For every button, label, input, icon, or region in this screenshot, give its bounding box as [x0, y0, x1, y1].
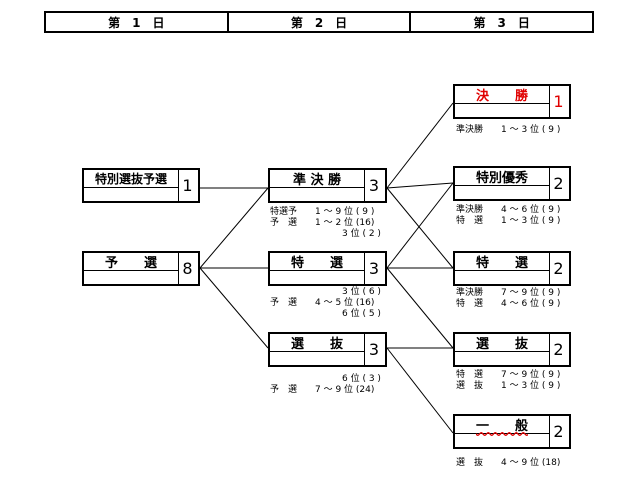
box-count: 2 [553, 422, 564, 441]
box-sub-cell [84, 188, 179, 201]
box-count: 3 [368, 340, 380, 359]
note-tokusen: 3 位 ( 6 ) 予 選 4 ～ 5 位 (16) 6 位 ( 5 ) [270, 287, 381, 319]
box-name: 特 選 [455, 253, 550, 271]
line-senbatsu-to-ippan [386, 347, 454, 434]
box-tokusen: 特 選 3 [268, 251, 387, 286]
box-name: 決 勝 [455, 86, 550, 104]
note-tokusen-day3: 準決勝 7 ～ 9 位 ( 9 ) 特 選 4 ～ 6 位 ( 9 ) [456, 288, 561, 309]
box-tokubetsu-senbatsu-yosen: 特別選抜予選 1 [82, 168, 200, 203]
box-kessho: 決 勝 1 [453, 84, 571, 119]
box-sub-cell [270, 352, 365, 365]
box-senbatsu-day3: 選 抜 2 [453, 332, 571, 367]
note-senbatsu: 6 位 ( 3 ) 予 選 7 ～ 9 位 (24) [270, 374, 381, 395]
box-name: 準 決 勝 [270, 170, 365, 188]
box-name: 一 般 [455, 416, 550, 434]
day-1-header: 第 1 日 [46, 13, 229, 31]
line-junkessho-to-tokubetsuyushu [386, 182, 454, 189]
box-sub-cell [455, 352, 550, 365]
box-count: 2 [553, 340, 564, 359]
day-header-row: 第 1 日 第 2 日 第 3 日 [44, 11, 594, 33]
box-sub-cell [455, 186, 550, 199]
box-count: 1 [553, 92, 564, 111]
box-count: 1 [182, 176, 193, 195]
box-count: 2 [553, 174, 564, 193]
note-jun-kessho: 特選予 1 ～ 9 位 ( 9 ) 予 選 1 ～ 2 位 (16) 3 位 (… [270, 207, 381, 239]
line-yosen-to-senbatsu [199, 267, 269, 349]
note-senbatsu-day3: 特 選 7 ～ 9 位 ( 9 ) 選 抜 1 ～ 3 位 ( 9 ) [456, 370, 561, 391]
box-name: 特別選抜予選 [84, 170, 179, 188]
box-sub-cell [270, 188, 365, 201]
box-name: 選 抜 [455, 334, 550, 352]
line-tokusen-to-senbatsu3 [386, 267, 454, 349]
box-count: 3 [368, 259, 380, 278]
box-count: 3 [368, 176, 380, 195]
line-junkessho-to-tokusen3 [386, 187, 454, 269]
box-name: 予 選 [84, 253, 179, 271]
box-name: 選 抜 [270, 334, 365, 352]
line-yosen-to-junkessho [199, 187, 269, 269]
box-count: 2 [553, 259, 564, 278]
day-2-header: 第 2 日 [229, 13, 412, 31]
box-jun-kessho: 準 決 勝 3 [268, 168, 387, 203]
line-junkessho-to-kessho [386, 102, 454, 189]
box-sub-cell [270, 271, 365, 284]
box-ippan: 一 般 2 [453, 414, 571, 449]
box-tokubetsu-yushu: 特別優秀 2 [453, 166, 571, 201]
note-ippan: 選 抜 4 ～ 9 位 (18) [456, 458, 561, 468]
box-name: 特別優秀 [455, 168, 550, 186]
day-3-header: 第 3 日 [473, 15, 530, 30]
box-sub-cell [455, 271, 550, 284]
note-tokubetsu-yushu: 準決勝 4 ～ 6 位 ( 9 ) 特 選 1 ～ 3 位 ( 9 ) [456, 205, 561, 226]
box-yosen: 予 選 8 [82, 251, 200, 286]
note-kessho: 準決勝 1 ～ 3 位 ( 9 ) [456, 125, 561, 135]
box-sub-cell [455, 104, 550, 117]
line-tokusen-to-tokubetsuyushu [386, 182, 454, 269]
box-sub-cell [84, 271, 179, 284]
box-count: 8 [182, 259, 193, 278]
box-senbatsu: 選 抜 3 [268, 332, 387, 367]
box-name: 特 選 [270, 253, 365, 271]
box-sub-cell [455, 434, 550, 447]
box-tokusen-day3: 特 選 2 [453, 251, 571, 286]
